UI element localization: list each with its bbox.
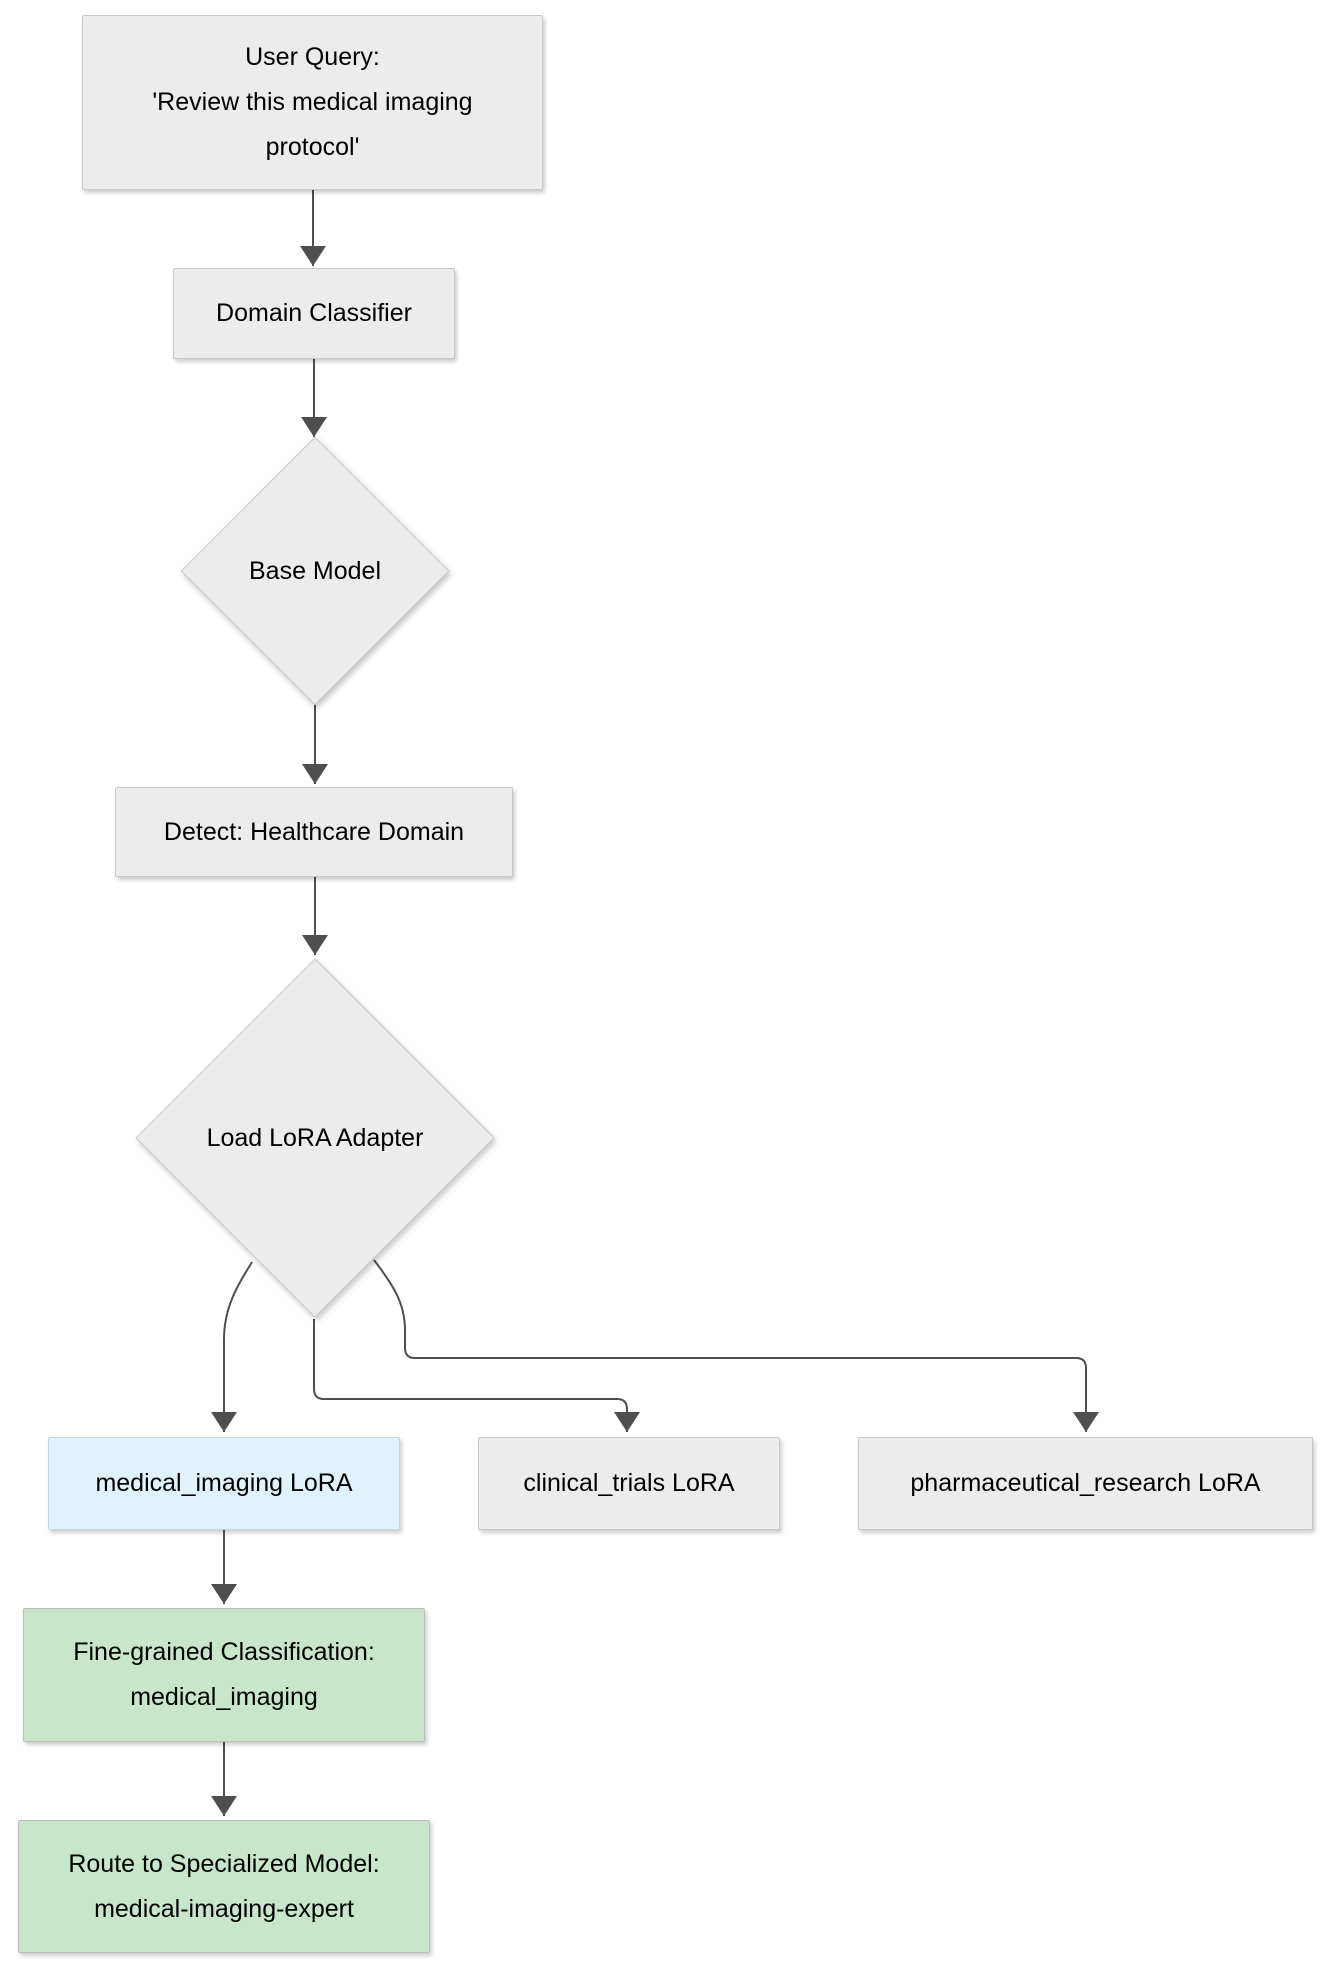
node-route-line1: Route to Specialized Model: [68,1849,380,1878]
node-user-query-line3: protocol' [265,133,360,161]
edge-loadlora-to-clinical [313,1319,640,1432]
node-fine-grained-line1: Fine-grained Classification: [73,1638,375,1666]
edge-loadlora-to-medical [211,1261,253,1432]
node-fine-grained-line2: medical_imaging [130,1683,318,1711]
node-fine-grained-classification: Fine-grained Classification: medical_ima… [23,1608,425,1742]
node-domain-classifier: Domain Classifier [173,268,455,359]
node-route-line2: medical-imaging-expert [94,1894,354,1923]
node-load-lora-adapter-label: Load LoRA Adapter [206,1123,424,1152]
node-base-model-label: Base Model [248,556,382,585]
node-pharmaceutical-research-lora: pharmaceutical_research LoRA [858,1437,1313,1530]
node-pharmaceutical-research-lora-label: pharmaceutical_research LoRA [910,1469,1261,1497]
node-detect-domain: Detect: Healthcare Domain [115,787,513,877]
node-route-specialized-model: Route to Specialized Model: medical-imag… [18,1820,430,1953]
node-detect-domain-label: Detect: Healthcare Domain [163,817,465,846]
node-medical-imaging-lora: medical_imaging LoRA [48,1437,400,1530]
node-medical-imaging-lora-label: medical_imaging LoRA [95,1469,353,1497]
node-clinical-trials-lora-label: clinical_trials LoRA [523,1469,735,1497]
node-user-query: User Query: 'Review this medical imaging… [82,15,543,190]
node-user-query-line1: User Query: [245,43,380,71]
node-user-query-line2: 'Review this medical imaging [152,88,473,116]
node-domain-classifier-label: Domain Classifier [216,299,412,327]
node-clinical-trials-lora: clinical_trials LoRA [478,1437,780,1530]
edge-loadlora-to-pharma [373,1259,1099,1432]
